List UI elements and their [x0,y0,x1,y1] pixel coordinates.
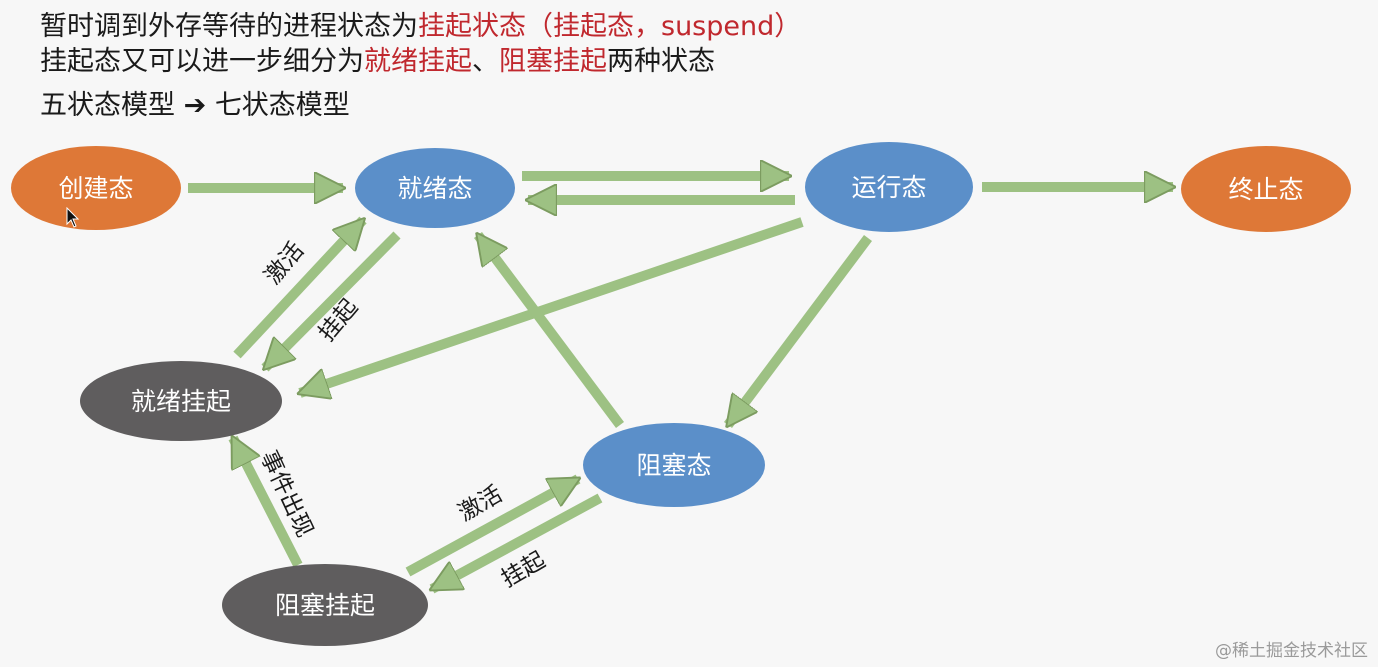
mouse-cursor-icon [66,207,80,228]
watermark: @稀土掘金技术社区 [1215,641,1368,661]
arrow-blocked-suspend-to-ready-suspend [228,438,303,568]
header-line-2: 挂起态又可以进一步细分为就绪挂起、阻塞挂起两种状态 [40,45,715,79]
node-ready-suspend: 就绪挂起 [80,361,282,441]
header-line-1-highlight: 挂起状态（挂起态，suspend） [418,11,802,42]
node-ready-shape [355,148,515,228]
node-ready: 就绪态 [355,148,515,228]
node-running-label: 运行态 [851,173,926,202]
node-create-label: 创建态 [58,174,133,203]
arrow-blocked-suspend-to-blocked [405,474,578,577]
five-state-model-label: 五状态模型 [40,90,175,121]
node-blocked-suspend: 阻塞挂起 [222,564,428,646]
node-terminated: 终止态 [1181,146,1351,232]
header-line-1-prefix: 暂时调到外存等待的进程状态为 [40,11,418,42]
header-line-2-highlight-blocked-suspend: 阻塞挂起 [499,46,607,77]
arrow-ready-suspend-to-ready [233,220,367,359]
right-arrow-icon: ➔ [183,90,207,121]
header-line-2-highlight-ready-suspend: 就绪挂起 [364,46,472,77]
header-line-2-separator: 、 [472,46,499,77]
header-line-2-suffix: 两种状态 [607,46,715,77]
seven-state-model-label: 七状态模型 [214,90,350,121]
node-create: 创建态 [11,146,181,230]
arrow-blocked-to-ready [473,235,625,428]
arrows [188,176,1173,594]
node-blocked-suspend-shape [222,564,428,646]
node-blocked-shape [583,423,765,507]
node-blocked-suspend-label: 阻塞挂起 [275,591,375,620]
node-ready-suspend-label: 就绪挂起 [131,387,231,416]
arrow-ready-to-ready-suspend [265,231,401,368]
node-terminated-label: 终止态 [1228,175,1303,204]
node-terminated-shape [1181,146,1351,232]
arrow-running-to-blocked [723,235,873,425]
edge-label-suspend-ready: 挂起 [314,295,363,347]
header-line-1: 暂时调到外存等待的进程状态为挂起状态（挂起态，suspend） [40,10,801,44]
node-running: 运行态 [805,142,973,232]
node-ready-label: 就绪态 [397,174,472,203]
node-running-shape [805,142,973,232]
node-ready-suspend-shape [80,361,282,441]
header-line-2-prefix: 挂起态又可以进一步细分为 [40,46,364,77]
node-blocked-label: 阻塞态 [636,451,711,480]
arrow-running-to-ready-suspend [300,217,804,393]
node-create-shape [11,146,181,230]
arrow-blocked-to-blocked-suspend [432,493,603,594]
node-blocked: 阻塞态 [583,423,765,507]
header-line-3: 五状态模型 ➔ 七状态模型 [40,89,350,123]
